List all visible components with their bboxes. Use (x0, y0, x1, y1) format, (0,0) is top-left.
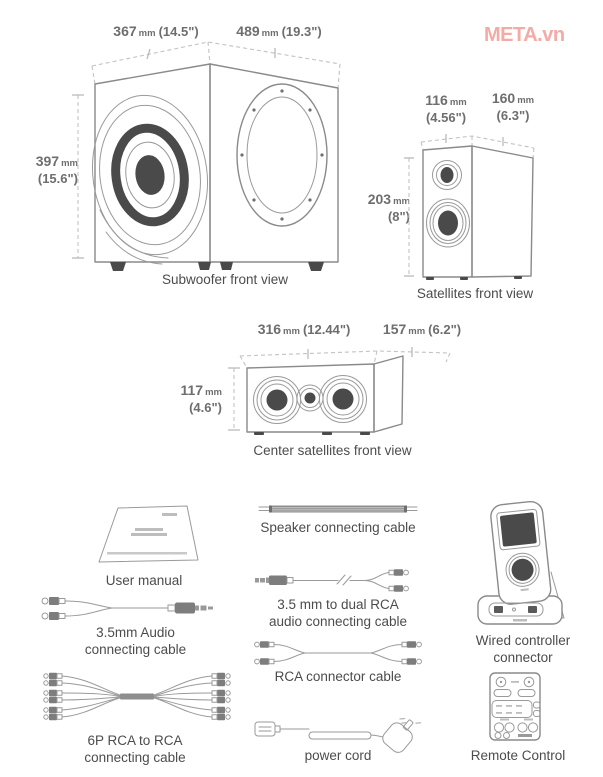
user-manual-drawing (98, 505, 199, 563)
power-cord-caption: power cord (304, 748, 372, 763)
rca-cable-drawing (254, 641, 422, 665)
remote-control-drawing (489, 672, 541, 741)
meta-vn-watermark: META.vn (484, 24, 565, 46)
rca6p-cable-drawing (43, 672, 231, 721)
rca6p-cable-caption: 6P RCA to RCA connecting cable (84, 733, 186, 766)
power-cord-drawing (254, 717, 422, 753)
audio-cable-drawing (41, 597, 213, 620)
subwoofer-caption: Subwoofer front view (161, 272, 289, 287)
dual-rca-cable-drawing (255, 569, 409, 592)
audio-cable-caption: 3.5mm Audio connecting cable (84, 625, 187, 658)
dual-rca-cable-caption: 3.5 mm to dual RCA audio connecting cabl… (268, 597, 408, 630)
subwoofer-drawing (72, 41, 341, 271)
speaker-cable-caption: Speaker connecting cable (260, 520, 416, 535)
satellites-caption: Satellites front view (416, 286, 534, 301)
center-satellite-drawing (228, 347, 451, 435)
speaker-cable-drawing (258, 505, 418, 513)
wired-controller-drawing (477, 500, 565, 625)
satellite-drawing (404, 134, 535, 280)
wired-controller-caption: Wired controller connector (475, 633, 571, 666)
user-manual-caption: User manual (105, 573, 183, 588)
rca-cable-caption: RCA connector cable (274, 669, 402, 684)
center-caption: Center satellites front view (253, 443, 412, 458)
remote-control-caption: Remote Control (470, 748, 566, 763)
